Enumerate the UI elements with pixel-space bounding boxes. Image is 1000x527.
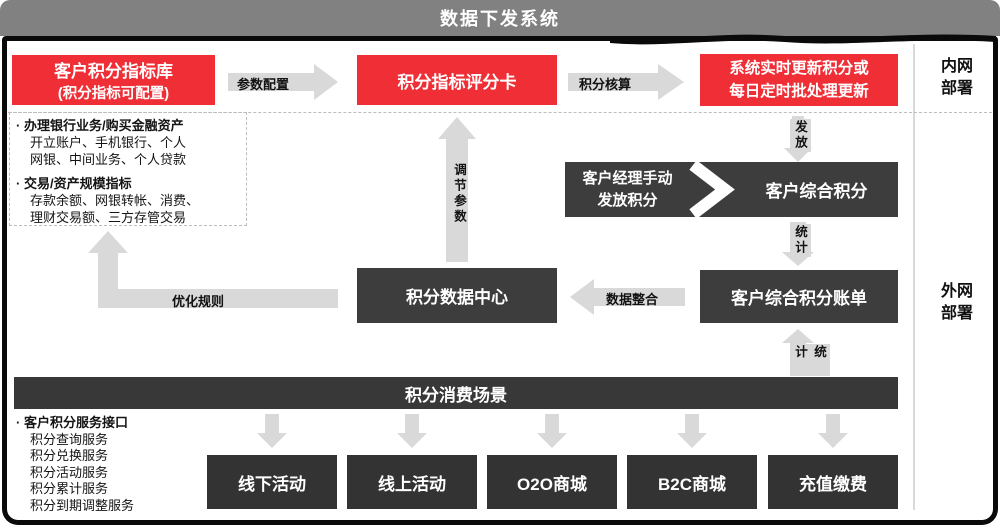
stats-arrow-down: 统计 <box>782 222 814 266</box>
channel-arrow <box>397 414 427 448</box>
node-scorecard: 积分指标评分卡 <box>357 55 557 105</box>
label-extranet-deployment: 外网 部署 <box>940 283 973 322</box>
arrow-head-down-icon <box>677 433 707 448</box>
node-points-bill: 客户综合积分账单 <box>700 270 898 323</box>
node-b2c-mall: B2C商城 <box>627 455 757 509</box>
arrow-head-down-icon <box>257 433 287 448</box>
chevron-icon <box>689 162 735 217</box>
arrow-head-up-icon <box>438 117 476 139</box>
stats-arrow-up: 统计 <box>782 329 830 376</box>
score-calc-arrow: 积分核算 <box>568 64 684 100</box>
brush-stroke-decoration <box>610 34 996 45</box>
node-consumption-scenes: 积分消费场景 <box>14 377 898 409</box>
arrow-head-right-icon <box>314 64 338 100</box>
node-recharge-payment: 充值缴费 <box>768 455 898 509</box>
manual-issue-composite-band: 客户经理手动 发放积分 客户综合积分 <box>565 162 898 217</box>
arrow-head-up-icon <box>782 329 814 343</box>
arrow-head-left-icon <box>570 279 594 315</box>
arrow-head-up-icon <box>88 231 128 253</box>
node-composite-points: 客户综合积分 <box>765 182 868 201</box>
bullet-dot: · <box>16 415 21 430</box>
indicator-notes: · 办理银行业务/购买金融资产 开立账户、手机银行、个人 网银、中间业务、个人贷… <box>16 117 244 226</box>
note-group-banking: · 办理银行业务/购买金融资产 开立账户、手机银行、个人 网银、中间业务、个人贷… <box>16 118 187 167</box>
node-o2o-mall: O2O商城 <box>487 455 617 509</box>
param-config-arrow: 参数配置 <box>228 64 338 100</box>
node-data-center: 积分数据中心 <box>357 268 557 323</box>
bullet-dot: · <box>16 176 21 191</box>
adjust-params-arrow: 调节参数 <box>438 117 476 262</box>
title-banner: 数据下发系统 <box>0 0 1000 36</box>
arrow-head-down-icon <box>818 433 848 448</box>
arrow-head-down-icon <box>397 433 427 448</box>
service-interface-notes: · 客户积分服务接口 积分查询服务 积分兑换服务 积分活动服务 积分累计服务 积… <box>16 415 135 513</box>
node-offline-activities: 线下活动 <box>207 455 337 509</box>
note-group-trading: · 交易/资产规模指标 存款余额、网银转帐、消费、 理财交易额、三方存管交易 <box>16 176 200 225</box>
right-column-divider <box>913 44 915 510</box>
channel-arrow <box>257 414 287 448</box>
node-online-activities: 线上活动 <box>347 455 477 509</box>
label-intranet-deployment: 内网 部署 <box>940 58 973 97</box>
arrow-head-down-icon <box>537 433 567 448</box>
indicator-notes-dashed-box <box>9 112 247 226</box>
node-realtime-update: 系统实时更新积分或 每日定时批处理更新 <box>700 54 898 106</box>
intranet-extranet-dashed-divider <box>8 112 992 113</box>
node-indicator-library: 客户积分指标库 (积分指标可配置) <box>12 55 215 105</box>
channel-arrow <box>818 414 848 448</box>
node-manual-issue: 客户经理手动 发放积分 <box>582 169 673 209</box>
channel-arrow <box>537 414 567 448</box>
bullet-dot: · <box>16 118 21 133</box>
channel-arrow <box>677 414 707 448</box>
data-integration-arrow: 数据整合 <box>570 279 685 315</box>
arrow-head-right-icon <box>658 64 684 100</box>
issue-arrow: 发放 <box>784 116 812 162</box>
page-title: 数据下发系统 <box>440 9 560 29</box>
